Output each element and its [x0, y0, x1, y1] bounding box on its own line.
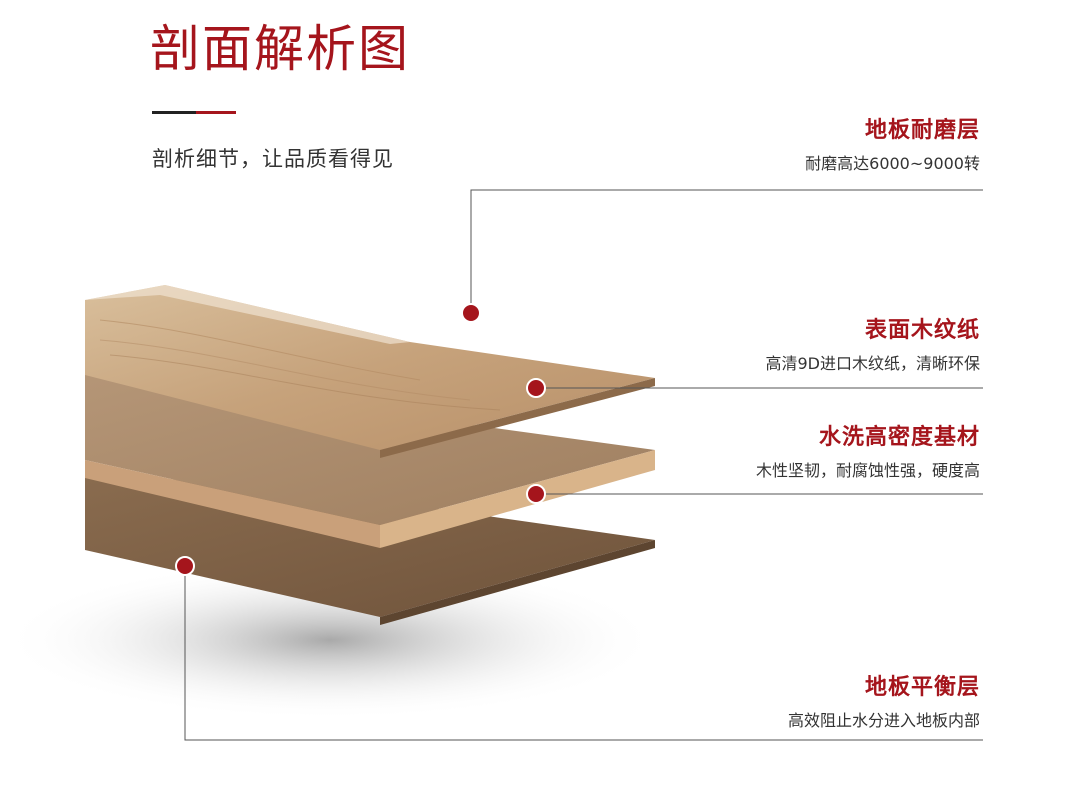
layer-title: 水洗高密度基材 [818, 425, 980, 450]
title-underline-dark [152, 111, 196, 114]
decor-paper-label: 表面木纹纸 高清9D进口木纹纸，清晰环保 [765, 318, 980, 374]
layer-title: 地板耐磨层 [864, 118, 980, 143]
balance-layer-label: 地板平衡层 高效阻止水分进入地板内部 [788, 675, 980, 731]
page-subtitle: 剖析细节，让品质看得见 [152, 147, 394, 171]
marker-dots [175, 303, 546, 576]
leader-lines [184, 189, 983, 741]
core-layer-label: 水洗高密度基材 木性坚韧，耐腐蚀性强，硬度高 [756, 425, 980, 481]
title-underline-red [196, 111, 236, 114]
veneer-layer [85, 285, 655, 458]
wear-layer-label: 地板耐磨层 耐磨高达6000~9000转 [805, 118, 980, 174]
layer-description: 高清9D进口木纹纸，清晰环保 [765, 354, 980, 374]
layer-title: 表面木纹纸 [864, 318, 980, 343]
layer-description: 耐磨高达6000~9000转 [805, 154, 980, 174]
page-title: 剖面解析图 [150, 20, 410, 78]
layer-title: 地板平衡层 [864, 675, 980, 700]
layer-description: 木性坚韧，耐腐蚀性强，硬度高 [755, 461, 980, 481]
floor-shadow [0, 560, 660, 720]
layer-description: 高效阻止水分进入地板内部 [787, 711, 980, 731]
